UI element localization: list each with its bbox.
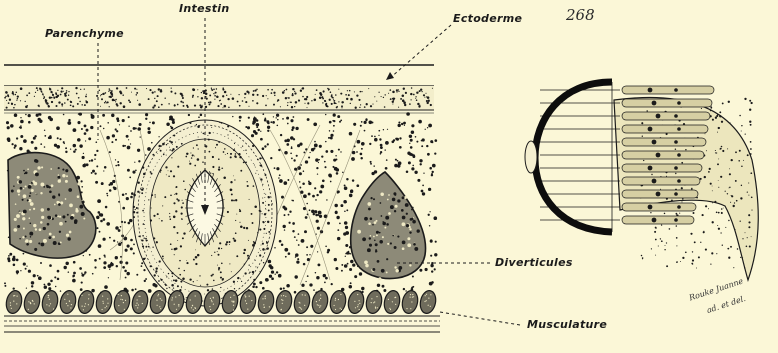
rod-cell (622, 112, 710, 120)
side-organ-figure (525, 82, 758, 280)
leader-musculature (440, 312, 520, 325)
rod-cell (622, 177, 700, 185)
pigment-cup (535, 82, 612, 232)
muscle-fiber (364, 289, 383, 315)
muscle-fiber (4, 289, 23, 315)
muscle-fiber (328, 289, 347, 315)
rod-cell (622, 164, 702, 172)
muscle-fiber (22, 289, 41, 315)
label-parenchyme: Parenchyme (45, 27, 124, 40)
muscle-fiber (94, 289, 113, 315)
diverticule-left (8, 153, 96, 258)
rod-cell (622, 151, 704, 159)
rod-cells (540, 86, 714, 224)
label-ectoderme: Ectoderme (453, 12, 522, 25)
rod-cell (622, 203, 696, 211)
lens (525, 141, 537, 173)
muscle-fiber (112, 289, 131, 315)
muscle-fiber (76, 289, 95, 315)
muscle-fiber (40, 289, 59, 315)
muscle-fiber (256, 289, 275, 315)
rod-cell (622, 216, 694, 224)
rod-cell (622, 138, 706, 146)
rod-cell (622, 86, 714, 94)
cross-section-figure (4, 18, 520, 332)
rod-cell (622, 99, 712, 107)
muscle-fiber (310, 289, 329, 315)
label-musculature: Musculature (527, 318, 607, 331)
muscle-fiber (58, 289, 77, 315)
label-intestin: Intestin (179, 2, 229, 15)
label-diverticules: Diverticules (495, 256, 573, 269)
leader-ectoderme (390, 25, 451, 78)
rod-cell (622, 125, 708, 133)
page-number: 268 (566, 6, 595, 24)
muscle-fiber (274, 289, 293, 315)
muscle-fiber (418, 289, 437, 315)
muscle-fiber (400, 289, 419, 315)
muscle-fiber (148, 289, 167, 315)
muscle-fiber (130, 289, 149, 315)
